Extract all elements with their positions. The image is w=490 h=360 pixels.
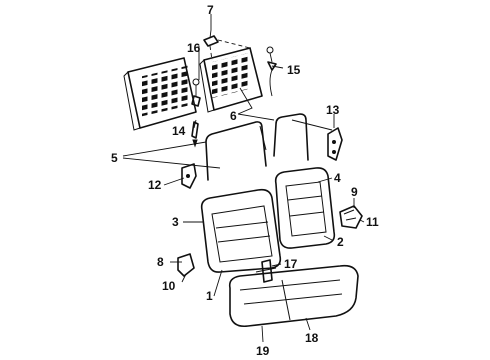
seat-cushion — [228, 264, 359, 328]
hinge-bracket — [203, 35, 251, 61]
seatback-cushion-left — [200, 188, 282, 273]
callouts: 7 16 15 14 5 6 13 12 3 4 2 9 11 8 10 1 1… — [111, 3, 379, 358]
callout-8: 8 — [157, 255, 164, 269]
side-pad — [339, 205, 363, 229]
callout-9: 9 — [351, 185, 358, 199]
bracket-right — [327, 127, 343, 161]
callout-6: 6 — [230, 109, 237, 123]
callout-7: 7 — [207, 3, 214, 17]
release-cable — [266, 46, 277, 97]
seatback-frame-tube-right — [273, 113, 333, 161]
seatback-frame-tube-left — [205, 121, 267, 181]
hook-17 — [255, 259, 277, 283]
bracket-left — [181, 163, 197, 189]
striker-lower — [191, 121, 199, 148]
callout-12: 12 — [148, 178, 162, 192]
callout-13: 13 — [326, 103, 340, 117]
callout-18: 18 — [305, 331, 319, 345]
leader-lines — [122, 14, 365, 343]
callout-11: 11 — [366, 215, 379, 229]
seatback-cushion-right — [274, 167, 336, 249]
callout-2: 2 — [337, 235, 344, 249]
callout-3: 3 — [172, 215, 179, 229]
callout-19: 19 — [256, 344, 270, 358]
seatback-frame-right — [199, 47, 263, 113]
callout-5: 5 — [111, 151, 118, 165]
callout-4: 4 — [334, 171, 341, 185]
callout-14: 14 — [172, 124, 186, 138]
seatback-frame-left — [123, 57, 197, 131]
callout-16: 16 — [187, 41, 201, 55]
callout-1: 1 — [206, 289, 213, 303]
callout-10: 10 — [162, 279, 176, 293]
striker-upper — [191, 78, 201, 107]
hook-8 — [177, 253, 195, 277]
callout-17: 17 — [284, 257, 298, 271]
callout-15: 15 — [287, 63, 301, 77]
